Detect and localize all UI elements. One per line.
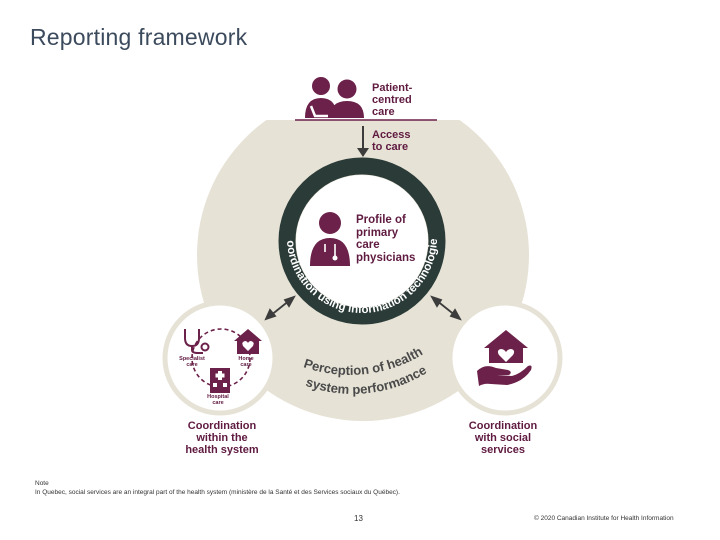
hospital-icon (210, 368, 230, 393)
hospital-care-label: Hospital care (207, 394, 229, 406)
home-heart-icon (234, 329, 262, 354)
health-system-label: Coordination within the health system (185, 420, 259, 456)
double-arrow-left (264, 295, 296, 321)
inner-white-circle (296, 175, 428, 307)
stethoscope-icon (184, 329, 210, 354)
note-heading: Note (35, 480, 49, 487)
copyright: © 2020 Canadian Institute for Health Inf… (534, 515, 674, 522)
note: Note In Quebec, social services are an i… (35, 479, 400, 497)
top-white-band (180, 60, 550, 120)
profile-label: Profile of primary care physicians (356, 214, 416, 264)
hand-house-heart-icon (477, 330, 532, 386)
access-to-care-label: Access to care (372, 129, 411, 153)
access-arrow (357, 126, 369, 157)
note-text: In Quebec, social services are an integr… (35, 489, 400, 496)
patient-centred-care-label: Patient- centred care (372, 82, 413, 118)
social-services-label: Coordination with social services (468, 420, 538, 456)
page-title: Reporting framework (30, 24, 248, 50)
specialist-care-label: Specialist care (179, 356, 205, 368)
double-arrow-right (430, 295, 462, 321)
coordination-ring (278, 157, 446, 325)
home-care-label: Home care (238, 356, 254, 368)
page-number: 13 (354, 514, 363, 523)
patient-icon (305, 77, 364, 118)
physician-icon (310, 212, 350, 266)
